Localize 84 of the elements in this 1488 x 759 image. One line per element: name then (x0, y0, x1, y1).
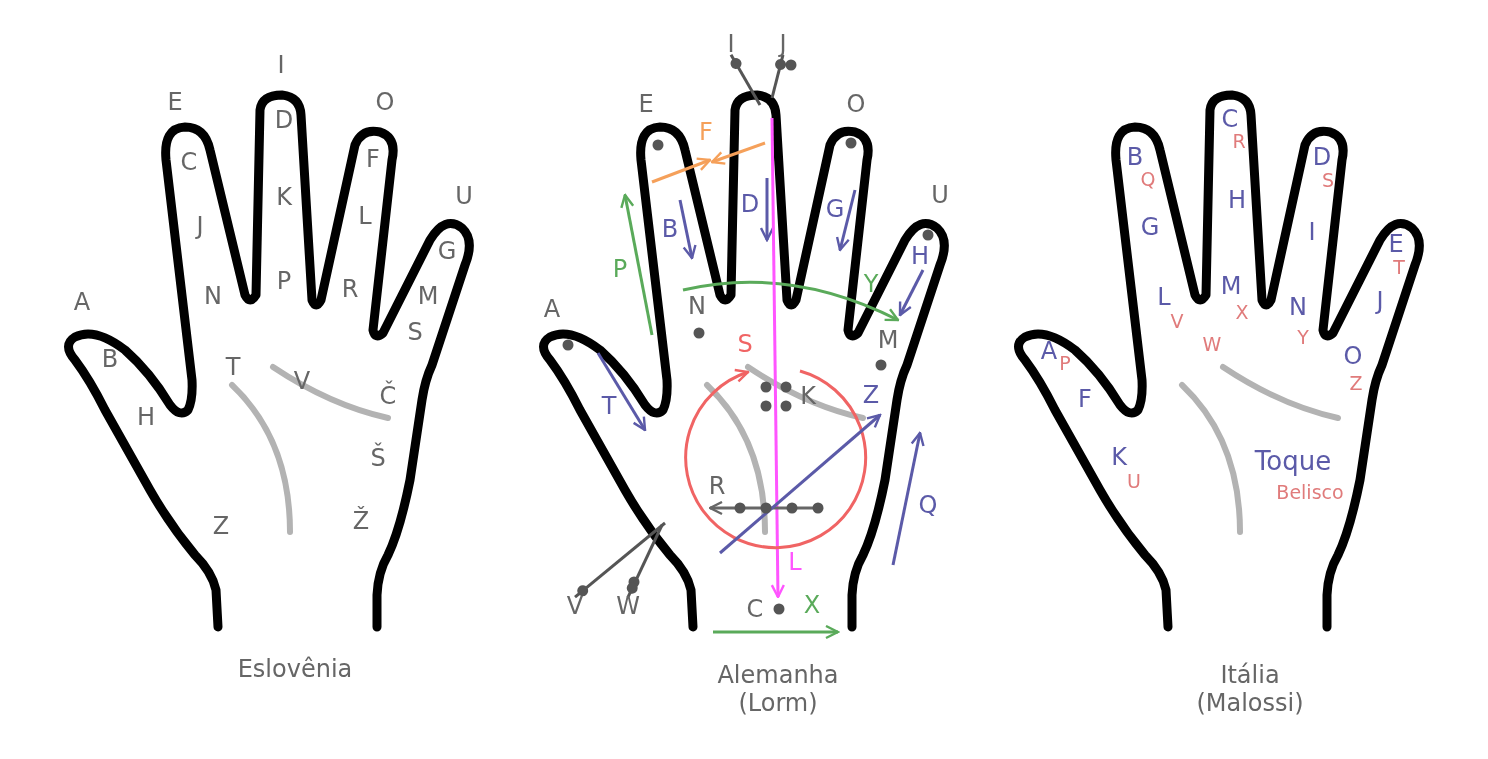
letter-label: T (1393, 257, 1405, 279)
letter-label: G (437, 238, 457, 266)
letter-label: K (1111, 444, 1127, 472)
letter-label: B (101, 346, 119, 374)
letter-label: M (877, 327, 899, 355)
letter-label: M (1220, 273, 1242, 301)
letter-label: U (931, 182, 949, 210)
letter-label: B (661, 216, 679, 244)
letter-label: Z (1349, 373, 1363, 395)
letter-label: U (1127, 471, 1141, 493)
letter-label: W (616, 593, 640, 621)
country-caption: Eslovênia (236, 656, 354, 684)
letter-label: H (911, 243, 929, 271)
letter-label: I (1308, 219, 1316, 247)
letter-label: G (1140, 214, 1160, 242)
country-caption: Alemanha (Lorm) (716, 662, 840, 718)
letter-label: V (293, 368, 311, 396)
leader-line (626, 524, 664, 598)
letter-label: T (601, 393, 617, 421)
letter-label: V (1170, 311, 1184, 333)
letter-label: Y (863, 271, 879, 299)
letter-label: F (1078, 386, 1092, 414)
letter-label: B (1126, 144, 1144, 172)
letter-label: E (638, 91, 654, 119)
letter-label: X (1235, 302, 1249, 324)
letter-label: H (137, 404, 155, 432)
letter-label: Y (1297, 327, 1309, 349)
letter-label: K (276, 184, 292, 212)
letter-label: L (1157, 284, 1171, 312)
letter-label: Z (862, 382, 880, 410)
letter-label: J (1376, 288, 1384, 316)
letter-label: W (1202, 334, 1222, 356)
letter-label: T (225, 354, 241, 382)
letter-label: S (1321, 170, 1335, 192)
technique-label: Belisco (1276, 482, 1344, 504)
letter-label: L (358, 203, 372, 231)
letter-label: D (1312, 144, 1332, 172)
letter-label: J (779, 31, 787, 59)
letter-label: Q (1140, 169, 1156, 191)
letter-label: L (788, 549, 802, 577)
letter-label: A (73, 289, 91, 317)
letter-label: N (688, 293, 706, 321)
leader-line (770, 54, 787, 99)
letter-label: S (407, 319, 423, 347)
letter-label: R (341, 276, 359, 304)
letter-label: C (180, 149, 198, 177)
letter-label: M (417, 283, 439, 311)
letter-label: P (276, 268, 292, 296)
letter-label: D (274, 107, 294, 135)
letter-label: C (1221, 106, 1239, 134)
letter-label: F (366, 146, 380, 174)
letter-label: A (543, 296, 561, 324)
letter-label: D (740, 191, 760, 219)
letter-label: X (803, 592, 821, 620)
letter-label: R (708, 473, 726, 501)
letter-label: A (1040, 338, 1058, 366)
letter-label: O (846, 91, 866, 119)
letter-label: P (1059, 353, 1071, 375)
letter-label: R (1232, 131, 1246, 153)
letter-label: F (699, 119, 713, 147)
letter-label: I (277, 52, 285, 80)
letter-label: Q (918, 492, 938, 520)
letter-label: C (746, 596, 764, 624)
letter-label: S (737, 331, 753, 359)
letter-label: K (800, 383, 816, 411)
letter-label: V (566, 593, 584, 621)
letter-label: I (727, 31, 735, 59)
letter-label: N (1289, 294, 1307, 322)
letter-label: H (1228, 187, 1246, 215)
letter-label: Ž (352, 508, 370, 536)
letter-label: E (1388, 231, 1404, 259)
letter-label: O (375, 89, 395, 117)
technique-label: Toque (1254, 447, 1332, 477)
letter-label: U (455, 183, 473, 211)
letter-label: G (825, 196, 845, 224)
letter-label: O (1343, 343, 1363, 371)
letter-label: P (612, 256, 628, 284)
letter-label: J (196, 213, 204, 241)
leader-line (574, 521, 666, 599)
country-caption: Itália (Malossi) (1195, 662, 1305, 718)
letter-label: E (167, 89, 183, 117)
leader-line (729, 54, 762, 106)
letter-label: N (204, 283, 222, 311)
letter-label: Z (212, 513, 230, 541)
